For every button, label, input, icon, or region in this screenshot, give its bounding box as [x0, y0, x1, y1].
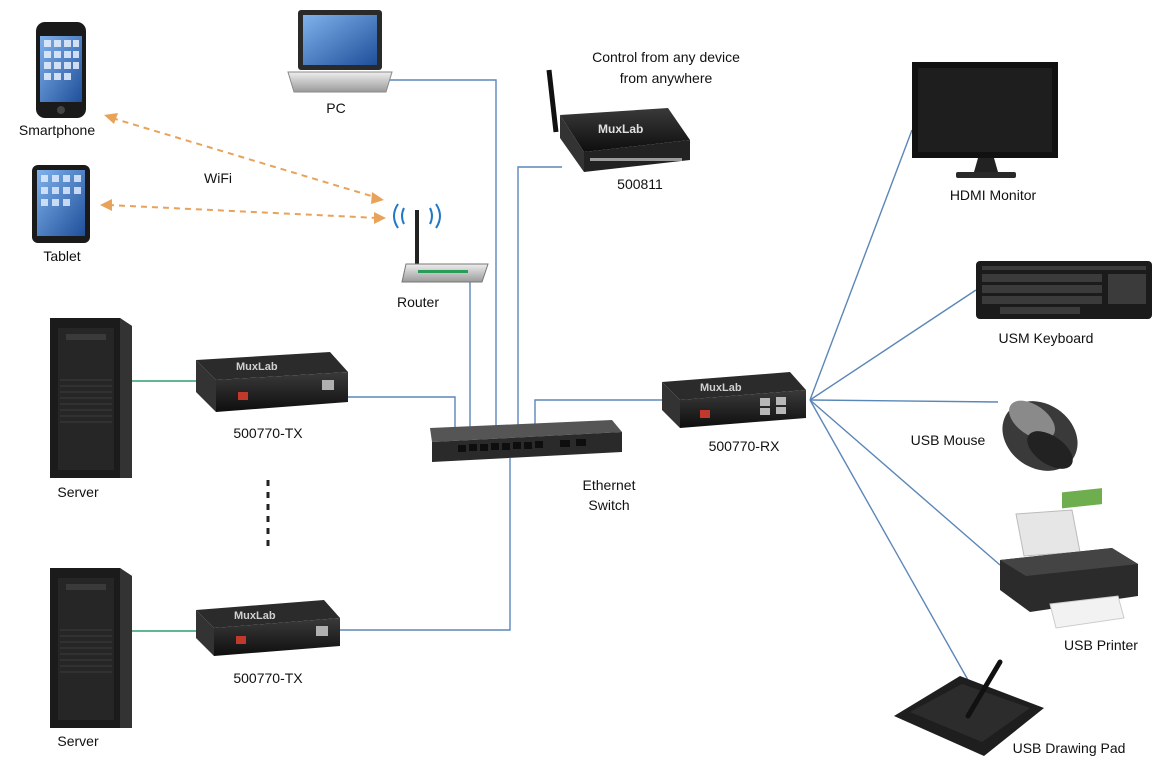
server-icon: [50, 568, 132, 728]
switch-label-line2: Switch: [588, 497, 630, 513]
smartphone-label: Smartphone: [18, 122, 96, 138]
drawing-pad-icon: [894, 659, 1044, 756]
tx2-to-switch-line: [340, 458, 511, 631]
transmitter-icon: MuxLab: [196, 600, 340, 656]
control-caption-line2: from anywhere: [619, 70, 713, 86]
server2-label: Server: [57, 733, 99, 749]
rx-to-drawing-pad-line: [809, 399, 969, 681]
tx1-brand-text: MuxLab: [236, 361, 278, 373]
tx2-label: 500770-TX: [233, 670, 303, 686]
tx1-to-switch-line: [348, 396, 456, 430]
drawing-pad-label: USB Drawing Pad: [1012, 740, 1126, 756]
rx-brand-text: MuxLab: [700, 382, 742, 394]
rx-to-keyboard-line: [809, 289, 977, 401]
rx-to-mouse-line: [809, 399, 999, 403]
router-icon: [393, 203, 489, 283]
receiver-icon: MuxLab: [662, 372, 806, 428]
server-icon: [50, 318, 132, 478]
pc-to-switch-line: [388, 79, 497, 430]
tablet-icon: [32, 165, 90, 243]
rx-to-switch-line: [534, 399, 665, 430]
controller-brand-text: MuxLab: [598, 122, 643, 136]
transmitter-icon: MuxLab: [196, 352, 348, 412]
keyboard-icon: [976, 261, 1152, 319]
controller-label: 500811: [617, 176, 663, 192]
monitor-label: HDMI Monitor: [949, 187, 1037, 203]
server1-label: Server: [57, 484, 99, 500]
rx-to-printer-line: [809, 399, 1001, 566]
tablet-label: Tablet: [43, 248, 81, 264]
pc-label: PC: [326, 100, 346, 116]
rx-label: 500770-RX: [708, 438, 780, 454]
smartphone-icon: [36, 22, 86, 118]
tx1-label: 500770-TX: [233, 425, 303, 441]
mouse-icon: [1002, 400, 1078, 471]
rx-to-monitor-line: [809, 129, 913, 401]
keyboard-label: USM Keyboard: [998, 330, 1094, 346]
laptop-icon: [287, 10, 393, 93]
printer-label: USB Printer: [1064, 637, 1138, 653]
wifi-links: [107, 117, 379, 219]
switch-label-line1: Ethernet: [582, 477, 636, 493]
wifi-label: WiFi: [204, 170, 232, 186]
ethernet-switch-icon: [430, 420, 622, 462]
monitor-icon: [912, 62, 1058, 178]
printer-icon: [1000, 488, 1138, 629]
controller-to-switch-line: [517, 166, 562, 430]
router-label: Router: [396, 294, 440, 310]
mouse-label: USB Mouse: [910, 432, 986, 448]
connections: [100, 79, 1001, 681]
controller-icon: MuxLab: [546, 69, 690, 172]
tx2-brand-text: MuxLab: [234, 610, 276, 622]
control-caption-line1: Control from any device: [592, 49, 740, 65]
